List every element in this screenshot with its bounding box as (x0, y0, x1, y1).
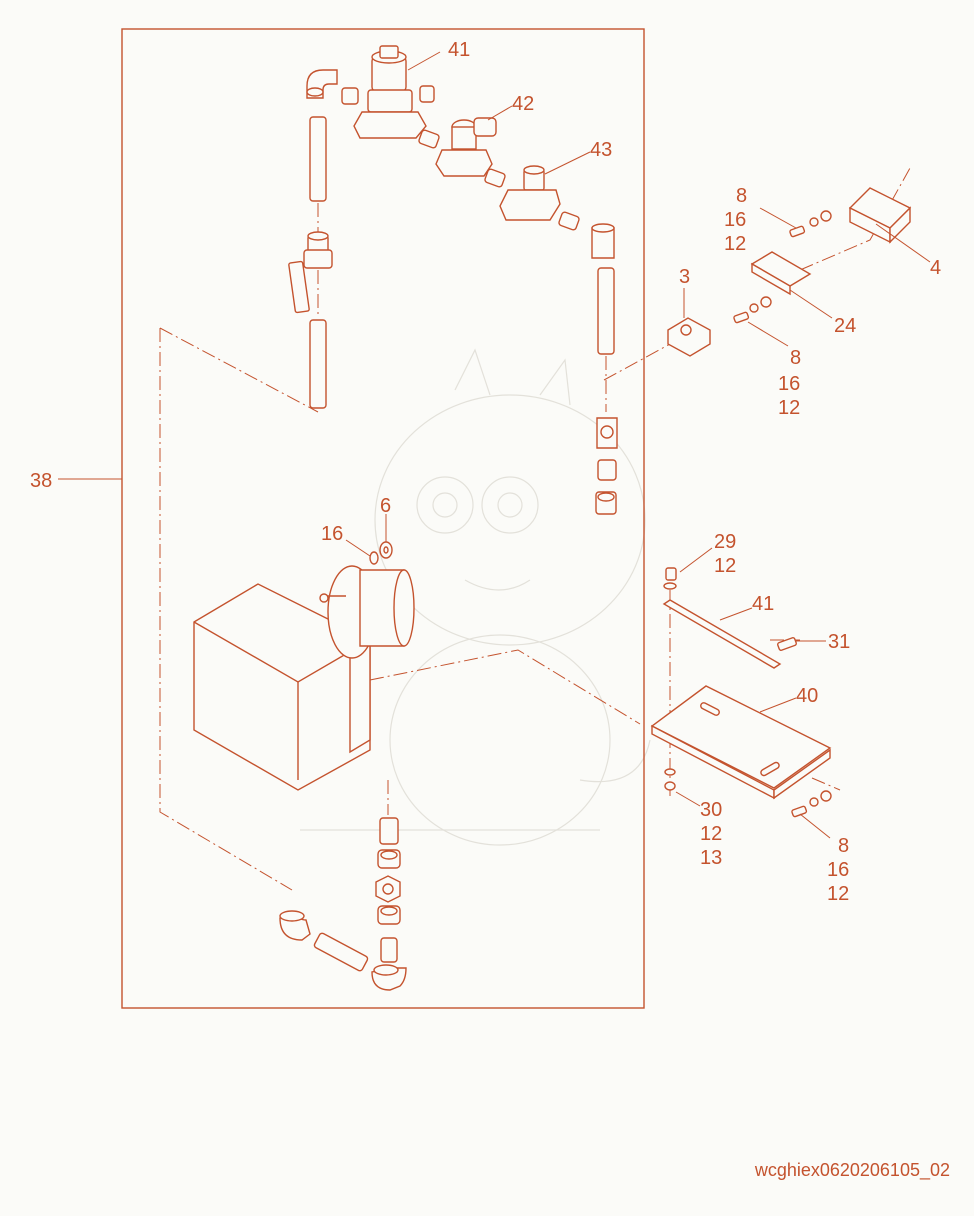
callout-12-e: 12 (827, 883, 849, 905)
callout-3: 3 (679, 266, 690, 288)
callout-12-d: 12 (700, 823, 722, 845)
callout-42: 42 (512, 93, 534, 115)
callout-30: 30 (700, 799, 722, 821)
callout-16-c: 16 (321, 523, 343, 545)
callout-8-c: 8 (838, 835, 849, 857)
callout-12-c: 12 (714, 555, 736, 577)
callout-41-mid: 41 (752, 593, 774, 615)
callout-4: 4 (930, 257, 941, 279)
callout-38: 38 (30, 470, 52, 492)
assembly-centerlines (159, 167, 911, 891)
callout-24: 24 (834, 315, 856, 337)
top-fuel-line (288, 45, 618, 515)
callout-31: 31 (828, 631, 850, 653)
mounting-brackets (650, 187, 912, 818)
callout-labels: 41 42 43 8 16 12 4 3 24 8 16 12 38 6 16 … (30, 39, 941, 905)
callout-13: 13 (700, 847, 722, 869)
callout-12-b: 12 (778, 397, 800, 419)
callout-6: 6 (380, 495, 391, 517)
drawing-code: wcghiex0620206105_02 (754, 1160, 950, 1180)
callout-41-top: 41 (448, 39, 470, 61)
callout-43: 43 (590, 139, 612, 161)
assembly-frame (121, 28, 645, 1009)
leader-lines (58, 51, 931, 839)
callout-29: 29 (714, 531, 736, 553)
lower-fuel-line (279, 817, 407, 991)
callout-8-b: 8 (790, 347, 801, 369)
callout-16-d: 16 (827, 859, 849, 881)
burner-unit (193, 541, 415, 791)
callout-16-a: 16 (724, 209, 746, 231)
callout-12-a: 12 (724, 233, 746, 255)
callout-16-b: 16 (778, 373, 800, 395)
callout-40: 40 (796, 685, 818, 707)
callout-8-a: 8 (736, 185, 747, 207)
